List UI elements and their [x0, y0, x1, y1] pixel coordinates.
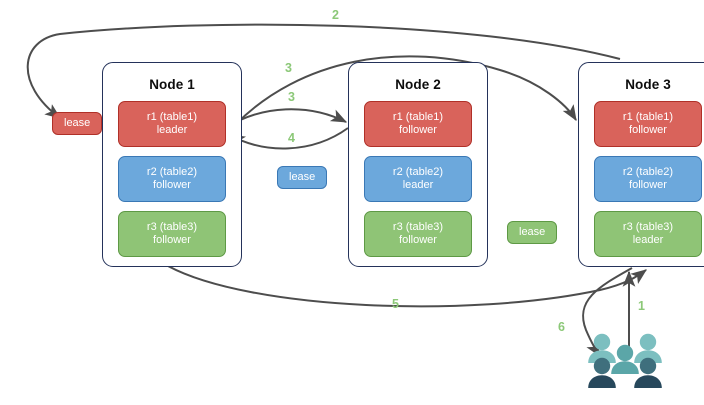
- node-1-range-r2[interactable]: r2 (table2) follower: [118, 156, 226, 202]
- lease-badge-r1[interactable]: lease: [52, 112, 103, 135]
- range-role: follower: [399, 124, 437, 136]
- range-name: r1 (table1): [622, 110, 674, 123]
- edge-step-3-to-node2: [223, 108, 348, 130]
- range-role: follower: [629, 124, 667, 136]
- range-name: r2 (table2): [392, 165, 444, 178]
- step-label-3-to-node2: 3: [288, 90, 295, 104]
- node-3-range-r2[interactable]: r2 (table2) follower: [594, 156, 702, 202]
- range-name: r3 (table3): [622, 220, 674, 233]
- step-label-3-to-node3: 3: [285, 61, 292, 75]
- range-name: r1 (table1): [146, 110, 198, 123]
- step-label-2: 2: [332, 8, 339, 22]
- range-role: follower: [399, 234, 437, 246]
- range-name: r3 (table3): [392, 220, 444, 233]
- node-3[interactable]: Node 3 r1 (table1) follower r2 (table2) …: [578, 62, 704, 267]
- node-2[interactable]: Node 2 r1 (table1) follower r2 (table2) …: [348, 62, 488, 267]
- node-1-range-r3[interactable]: r3 (table3) follower: [118, 211, 226, 257]
- node-3-range-r1[interactable]: r1 (table1) follower: [594, 101, 702, 147]
- range-name: r2 (table2): [622, 165, 674, 178]
- range-role: follower: [629, 179, 667, 191]
- node-2-title: Node 2: [395, 77, 441, 92]
- range-role: follower: [153, 234, 191, 246]
- node-1-title: Node 1: [149, 77, 195, 92]
- range-role: leader: [156, 124, 188, 136]
- step-label-1: 1: [638, 299, 645, 313]
- range-name: r3 (table3): [146, 220, 198, 233]
- range-name: r2 (table2): [146, 165, 198, 178]
- node-3-title: Node 3: [625, 77, 671, 92]
- node-1[interactable]: Node 1 r1 (table1) leader r2 (table2) fo…: [102, 62, 242, 267]
- users-icon: [588, 333, 662, 388]
- range-name: r1 (table1): [392, 110, 444, 123]
- range-role: leader: [632, 234, 664, 246]
- lease-badge-r2[interactable]: lease: [277, 166, 328, 189]
- range-role: follower: [153, 179, 191, 191]
- step-label-4: 4: [288, 131, 295, 145]
- node-2-range-r3[interactable]: r3 (table3) follower: [364, 211, 472, 257]
- node-3-range-r3[interactable]: r3 (table3) leader: [594, 211, 702, 257]
- edge-step-5: [167, 265, 647, 308]
- range-role: leader: [402, 179, 434, 191]
- node-2-range-r2[interactable]: r2 (table2) leader: [364, 156, 472, 202]
- node-1-range-r1[interactable]: r1 (table1) leader: [118, 101, 226, 147]
- node-2-range-r1[interactable]: r1 (table1) follower: [364, 101, 472, 147]
- lease-badge-r3[interactable]: lease: [507, 221, 558, 244]
- step-label-6: 6: [558, 320, 565, 334]
- step-label-5: 5: [392, 297, 399, 311]
